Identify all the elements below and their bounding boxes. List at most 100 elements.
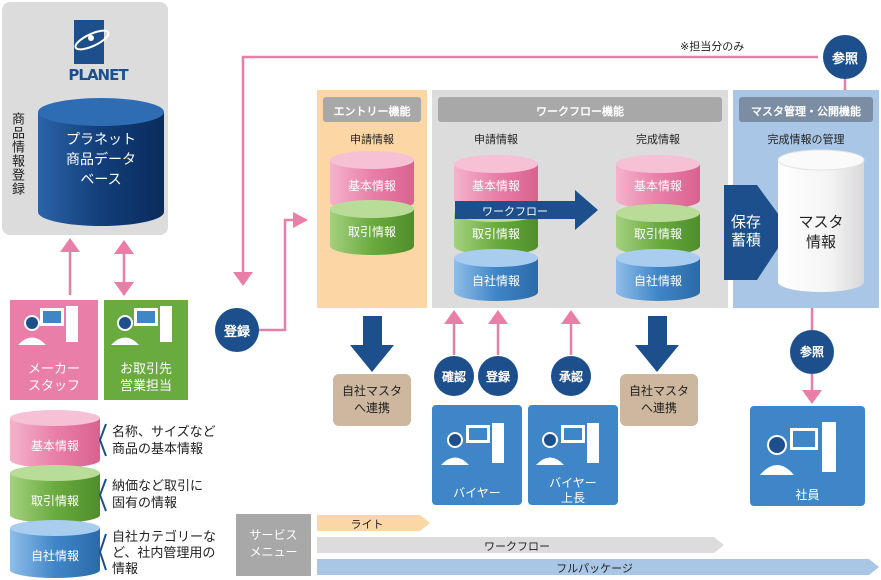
sansho2-badge (790, 330, 834, 374)
buyer-boss-label: バイヤー 上長 (528, 476, 618, 506)
master-database (777, 149, 865, 292)
entry-cylinders (330, 151, 414, 255)
partner-person-icon (111, 306, 172, 345)
legend-kihon-desc-2: 商品の基本情報 (112, 442, 204, 457)
sansho-badge (823, 35, 867, 79)
planet-database (38, 98, 164, 226)
maker-label-1: メーカー (27, 362, 80, 377)
workflow-down-arrow (635, 316, 679, 372)
entry-subtitle: 申請情報 (350, 133, 394, 146)
menu-item-lite: ライト (350, 518, 384, 531)
sansho2-badge-label: 参照 (799, 345, 824, 359)
master-db-line-1: マスタ (798, 213, 844, 231)
planet-vertical-label: 商品情報登録 (9, 112, 24, 196)
legend-torihiki-label: 取引情報 (30, 494, 79, 508)
employee-box (750, 406, 865, 506)
legend-jisha-cylinder (10, 520, 100, 578)
entry-title-bar (323, 97, 421, 122)
jisha-master-left-label: 自社マスタ へ連携 (333, 383, 411, 417)
service-menu-label: サービス メニュー (236, 527, 311, 561)
service-menu-label-box (236, 514, 311, 576)
workflow-title: ワークフロー機能 (536, 105, 624, 118)
legend-torihiki-desc-2: 固有の情報 (112, 496, 178, 511)
entry-down-arrow (350, 316, 394, 372)
legend-kihon-desc-1: 名称、サイズなど (112, 425, 216, 440)
kakunin-badge-label: 確認 (441, 370, 466, 384)
menu-item-workflow: ワークフロー (484, 540, 550, 553)
legend-jisha-desc-1: 自社カテゴリーな (112, 530, 217, 545)
legend-kihon-cylinder (10, 410, 100, 468)
wf-left-torihiki-label: 取引情報 (471, 227, 520, 241)
maker-label: メーカー スタッフ (10, 361, 98, 395)
legend-torihiki-desc-1: 納価など取引に (112, 479, 204, 494)
legend-torihiki-cylinder (10, 465, 100, 523)
wf-left-kihon-label: 基本情報 (471, 179, 520, 193)
service-menu-label-2: メニュー (249, 545, 298, 559)
workflow-arrow-label: ワークフロー (482, 205, 548, 218)
entry-torihiki-label: 取引情報 (347, 225, 396, 239)
partner-label: お取引先 営業担当 (104, 361, 188, 395)
master-db-line-2: 情報 (805, 233, 836, 251)
planet-db-line-2: 商品データ (66, 152, 136, 168)
sansho-badge-label: 参照 (831, 52, 858, 67)
menu-bar-full (317, 559, 879, 575)
partner-label-2: 営業担当 (119, 379, 172, 394)
legend-kihon-desc: 名称、サイズなど 商品の基本情報 (112, 424, 216, 458)
planet-logo-icon (74, 20, 110, 64)
pink-connectors (68, 55, 847, 395)
workflow-arrow (455, 190, 598, 230)
maker-label-2: スタッフ (27, 379, 80, 394)
wf-right-jisha-label: 自社情報 (633, 274, 682, 288)
jisha-master-right-line-1: 自社マスタ (628, 384, 689, 398)
menu-item-full: フルパッケージ (556, 562, 633, 575)
toroku-badge-label: 登録 (223, 325, 250, 340)
buyer-label: バイヤー (453, 486, 501, 500)
jisha-master-left-line-2: へ連携 (353, 401, 390, 415)
store-label-2: 蓄積 (730, 231, 761, 249)
workflow-right-cylinders (616, 155, 700, 301)
toroku-badge (215, 308, 259, 352)
jisha-master-box-left (333, 374, 411, 426)
wf-right-torihiki-label: 取引情報 (633, 227, 682, 241)
shonin-badge-label: 承認 (558, 370, 583, 384)
jisha-master-box-right (620, 374, 698, 426)
legend-jisha-label: 自社情報 (30, 549, 79, 563)
kakunin-badge (434, 356, 474, 396)
workflow-title-bar (438, 97, 722, 122)
entry-title: エントリー機能 (333, 105, 411, 118)
legend-brackets (98, 423, 107, 571)
legend-jisha-desc: 自社カテゴリーな ど、社内管理用の 情報 (112, 530, 216, 578)
wf-right-kihon-label: 基本情報 (633, 179, 682, 193)
store-arrow-label: 保存 蓄積 (726, 213, 766, 249)
toroku2-badge (478, 356, 518, 396)
partner-label-1: お取引先 (119, 362, 172, 377)
employee-label: 社員 (795, 488, 820, 502)
master-title: マスタ管理・公開機能 (751, 105, 861, 118)
wf-left-jisha-label: 自社情報 (471, 274, 520, 288)
planet-logo-text: PLANET (68, 66, 129, 84)
buyer-boss-label-2: 上長 (560, 491, 585, 505)
master-db-label: マスタ 情報 (778, 212, 864, 252)
menu-bar-lite (317, 515, 430, 531)
jisha-master-left-line-1: 自社マスタ (341, 384, 402, 398)
legend-jisha-desc-3: 情報 (112, 562, 139, 577)
menu-bar-workflow (317, 537, 724, 553)
jisha-master-right-line-2: へ連携 (640, 401, 677, 415)
service-menu-label-1: サービス (249, 528, 298, 542)
shonin-badge (551, 356, 591, 396)
employee-person-icon (760, 422, 836, 475)
maker-person-icon (18, 306, 78, 345)
buyer-person-icon (441, 423, 504, 465)
planet-db-label: プラネット 商品データ ベース (38, 130, 164, 190)
workflow-subtitle-right: 完成情報 (636, 133, 680, 146)
toroku2-badge-label: 登録 (485, 370, 510, 384)
workflow-subtitle-left: 申請情報 (474, 133, 518, 146)
planet-db-line-3: ベース (80, 172, 122, 188)
master-title-bar (739, 97, 873, 122)
jisha-master-right-label: 自社マスタ へ連携 (620, 383, 698, 417)
legend-jisha-desc-2: ど、社内管理用の (112, 546, 216, 561)
assigned-only-note: ※担当分のみ (680, 40, 745, 53)
buyer-boss-person-icon (536, 423, 599, 465)
planet-db-line-1: プラネット (66, 132, 136, 148)
